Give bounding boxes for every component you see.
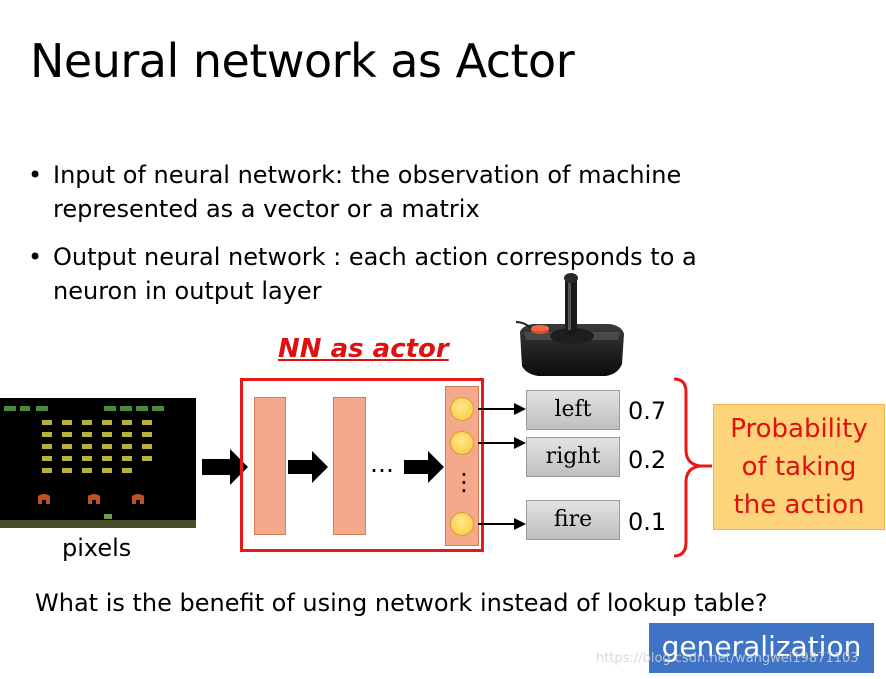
output-neuron-right: [450, 431, 474, 455]
arrow-right-icon: [202, 449, 248, 485]
probability-box: Probability of taking the action: [713, 404, 885, 530]
pixels-label: pixels: [62, 534, 132, 562]
prob-box-line: Probability: [730, 414, 868, 444]
bullet-marker: •: [28, 161, 43, 189]
nn-frame: [240, 378, 484, 552]
curly-brace-icon: [673, 377, 712, 558]
arrow-right-icon: [288, 451, 328, 483]
arrow-right-icon: [478, 403, 526, 415]
hidden-layer-1: [254, 397, 286, 535]
slide-title: Neural network as Actor: [30, 34, 575, 88]
action-fire: fire: [526, 500, 620, 540]
output-neuron-fire: [450, 512, 474, 536]
generalization-button[interactable]: generalization: [649, 623, 874, 673]
bullet-text: Input of neural network: the observation…: [53, 161, 682, 223]
watermark: https://blog.csdn.net/wangwei19871103: [596, 651, 859, 666]
bullet-text: Output neural network : each action corr…: [53, 243, 697, 305]
output-neuron-left: [450, 397, 474, 421]
space-invaders-screen: [0, 398, 196, 528]
prob-left: 0.7: [628, 397, 667, 425]
action-right: right: [526, 437, 620, 477]
prob-right: 0.2: [628, 446, 667, 474]
prob-fire: 0.1: [628, 508, 667, 536]
arrow-right-icon: [404, 451, 444, 483]
nn-as-actor-label: NN as actor: [278, 334, 449, 364]
prob-box-line: the action: [733, 490, 865, 520]
bullet-marker: •: [28, 243, 43, 271]
layers-ellipsis: …: [370, 450, 394, 478]
arrow-right-icon: [478, 437, 526, 449]
prob-box-line: of taking: [741, 452, 857, 482]
hidden-layer-2: [333, 397, 366, 535]
arrow-right-icon: [478, 518, 526, 530]
joystick-icon: [515, 273, 624, 376]
question-text: What is the benefit of using network ins…: [35, 589, 768, 617]
action-left: left: [526, 390, 620, 430]
neurons-vertical-ellipsis: ⋮: [452, 468, 476, 496]
